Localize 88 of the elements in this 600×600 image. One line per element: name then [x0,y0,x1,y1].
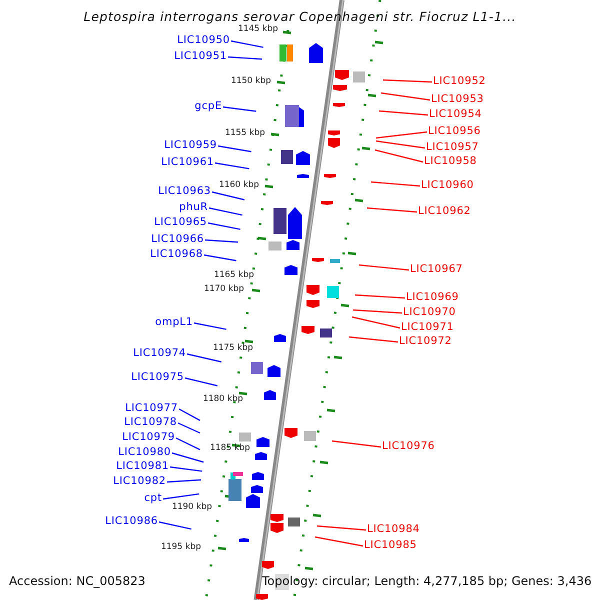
leader-line [378,110,428,116]
gene-label: LIC10959 [164,140,217,150]
gene-label: LIC10972 [399,336,452,346]
leader-line [366,207,418,213]
scale-label: 1170 kbp [204,285,244,294]
leader-line [352,309,402,314]
gene-label: LIC10975 [131,372,184,382]
gene-label: ompL1 [155,317,193,328]
leader-line [208,222,240,230]
gene-label: LIC10958 [424,156,477,166]
gene-label: LIC10954 [429,109,482,120]
gene-label: LIC10986 [105,516,158,526]
leader-line [222,106,256,112]
leader-line [348,336,398,343]
leader-line [352,316,400,329]
leader-line [218,145,252,152]
leader-line [176,437,200,450]
scale-label: 1145 kbp [238,25,278,34]
gene-label: LIC10965 [154,217,207,228]
gene-label: LIC10960 [421,180,474,190]
scale-label: 1165 kbp [214,271,254,280]
gene-label: LIC10951 [174,51,227,62]
leader-line [186,353,222,362]
gene-label: LIC10976 [382,441,435,452]
scale-label: 1155 kbp [224,129,265,138]
leader-line [162,493,200,500]
leader-line [184,377,218,386]
leader-line [172,452,204,463]
info-text: Topology: circular; Length: 4,277,185 bp; Genes: 3,436 [262,575,592,587]
gene-label: LIC10974 [133,348,186,358]
scale-label: 1175 kbp [212,344,253,352]
scale-label: 1185 kbp [210,444,250,452]
leader-line [382,79,432,83]
title: Leptospira interrogans serovar Copenhageni str. Fiocruz L1-1... [82,11,518,24]
gene-label: LIC10966 [151,234,204,244]
scale-label: 1160 kbp [218,181,259,190]
leader-line [376,131,428,139]
info-text: Accession: NC_005823 [9,575,146,587]
leader-line [158,521,192,530]
leader-line [370,181,420,187]
gene-label: phuR [179,202,208,212]
leader-line [166,479,202,483]
leader-line [354,294,406,299]
leader-line [194,322,226,330]
gene-label: LIC10953 [431,94,484,104]
scale-label: 1180 kbp [202,395,243,404]
gene-label: LIC10968 [150,249,203,260]
gene-label: gcpE [194,101,222,112]
leader-line [204,254,236,262]
scale-label: 1190 kbp [172,503,212,512]
gene-label: LIC10967 [410,264,463,274]
leader-line [332,440,382,448]
leader-line [204,239,238,243]
leader-line [358,264,410,271]
gene-label: LIC10970 [403,307,456,318]
leader-line [178,408,200,421]
gene-label: LIC10971 [401,322,454,332]
gene-label: LIC10984 [367,524,420,534]
leader-line [316,525,366,531]
gene-label: LIC10963 [158,186,211,196]
gene-label: LIC10957 [426,142,479,152]
leader-line [380,92,430,101]
gene-label: LIC10962 [418,206,471,216]
gene-label: LIC10982 [113,476,166,486]
leader-line [374,149,424,163]
scale-label: 1150 kbp [230,77,271,86]
gene-label: LIC10980 [118,447,171,458]
gene-label: LIC10985 [364,540,417,550]
leader-line [214,162,250,170]
gene-label: LIC10978 [124,417,177,428]
scale-label: 1195 kbp [160,543,201,552]
leader-line [228,56,262,60]
gene-label: LIC10961 [161,157,214,168]
gene-label: LIC10952 [433,76,486,86]
leader-line [178,422,200,434]
gene-label: LIC10977 [125,403,178,414]
leader-line [230,40,264,48]
leader-line [314,536,364,547]
gene-label: LIC10950 [177,35,230,46]
leader-line [170,466,202,472]
gene-label: LIC10981 [116,461,169,472]
leader-line [208,207,242,216]
gene-label: LIC10956 [428,126,481,136]
gene-label: LIC10969 [406,292,459,302]
leader-line [212,191,245,200]
gene-label: cpt [144,493,162,504]
leader-line [376,140,426,149]
gene-label: LIC10979 [122,432,175,442]
